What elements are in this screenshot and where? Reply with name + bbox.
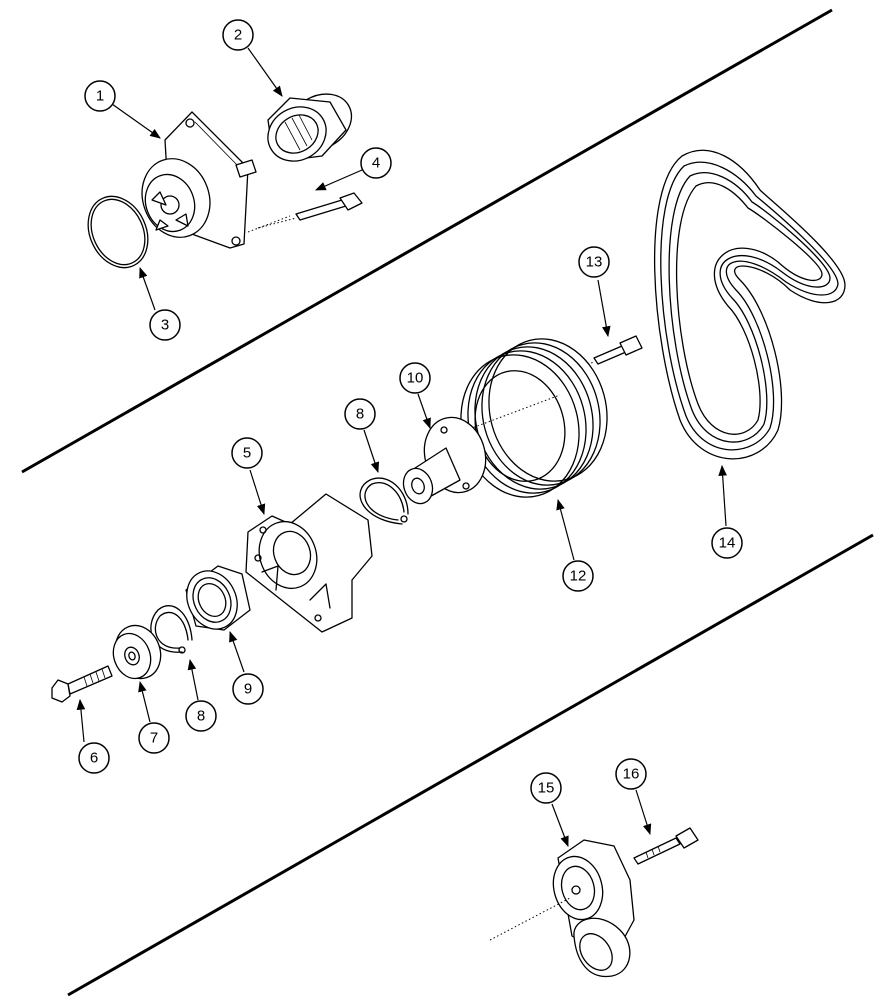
svg-text:13: 13: [586, 254, 603, 271]
water-pump-part: [141, 111, 291, 249]
callout-8-upper: 8: [344, 398, 376, 430]
callout-1: 1: [84, 80, 116, 112]
svg-text:8: 8: [356, 406, 364, 423]
callout-8-lower: 8: [185, 700, 217, 732]
callout-10: 10: [399, 362, 431, 394]
svg-text:9: 9: [244, 681, 252, 698]
svg-text:3: 3: [161, 317, 169, 334]
pulley-part: [267, 93, 353, 162]
snap-ring-lower-part: [150, 605, 193, 654]
bearing-part: [185, 565, 251, 631]
bolt-part-4: [257, 192, 363, 229]
housing-part: [245, 493, 373, 633]
washer-part: [112, 624, 162, 680]
svg-text:2: 2: [234, 27, 242, 44]
callout-14: 14: [711, 527, 743, 559]
svg-text:15: 15: [538, 780, 555, 797]
o-ring-part: [87, 195, 149, 269]
svg-text:5: 5: [243, 445, 251, 462]
svg-text:16: 16: [623, 766, 640, 783]
svg-text:7: 7: [150, 730, 158, 747]
hub-part: [402, 416, 487, 505]
callout-9: 9: [232, 673, 264, 705]
svg-text:12: 12: [570, 568, 587, 585]
bolt-part-13: [575, 335, 643, 369]
callout-3: 3: [149, 309, 181, 341]
callout-13: 13: [578, 246, 610, 278]
svg-text:8: 8: [197, 708, 205, 725]
bolt-part-16: [633, 827, 699, 865]
callout-4: 4: [360, 147, 392, 179]
leader-lines: [76, 47, 727, 848]
callout-12: 12: [562, 560, 594, 592]
callout-2: 2: [222, 19, 254, 51]
svg-text:10: 10: [407, 370, 424, 387]
svg-text:14: 14: [719, 535, 736, 552]
section-divider-top: [21, 8, 833, 474]
callout-5: 5: [231, 437, 263, 469]
svg-text:4: 4: [372, 155, 380, 172]
svg-text:6: 6: [90, 750, 98, 767]
callout-7: 7: [138, 722, 170, 754]
section-divider-bottom: [67, 533, 874, 997]
snap-ring-upper-part: [359, 477, 409, 525]
callout-16: 16: [615, 758, 647, 790]
callout-15: 15: [530, 772, 562, 804]
drive-belt-part: [654, 149, 846, 460]
belt-tensioner-part: [489, 839, 635, 978]
bolt-part-6: [51, 665, 113, 703]
callout-6: 6: [78, 742, 110, 774]
svg-text:1: 1: [96, 88, 104, 105]
